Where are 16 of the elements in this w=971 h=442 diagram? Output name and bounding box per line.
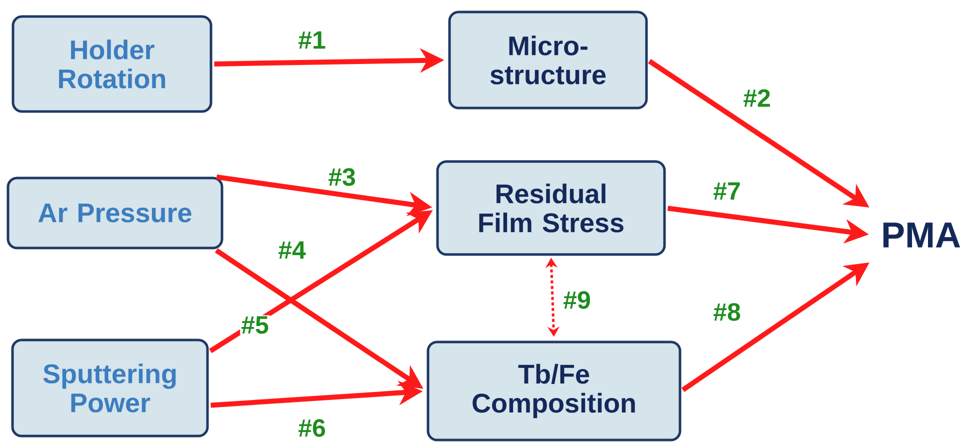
process-box: Holder Rotation <box>12 15 212 113</box>
edge-label: #8 <box>712 302 742 322</box>
edge-label: #6 <box>297 418 327 438</box>
output-label: PMA <box>883 222 960 248</box>
process-box: Residual Film Stress <box>436 160 666 256</box>
process-box: Micro- structure <box>448 10 648 110</box>
edge-label: #3 <box>327 167 357 187</box>
edge-label: #9 <box>562 290 592 310</box>
edge-label: #1 <box>297 30 327 50</box>
edge-label: #7 <box>712 181 742 201</box>
edge-label: #4 <box>277 240 307 260</box>
process-box: Sputtering Power <box>11 338 209 438</box>
edge-label: #2 <box>742 88 772 108</box>
process-box: Ar Pressure <box>6 176 224 250</box>
edge-label: #5 <box>240 315 270 335</box>
process-box: Tb/Fe Composition <box>426 340 682 442</box>
